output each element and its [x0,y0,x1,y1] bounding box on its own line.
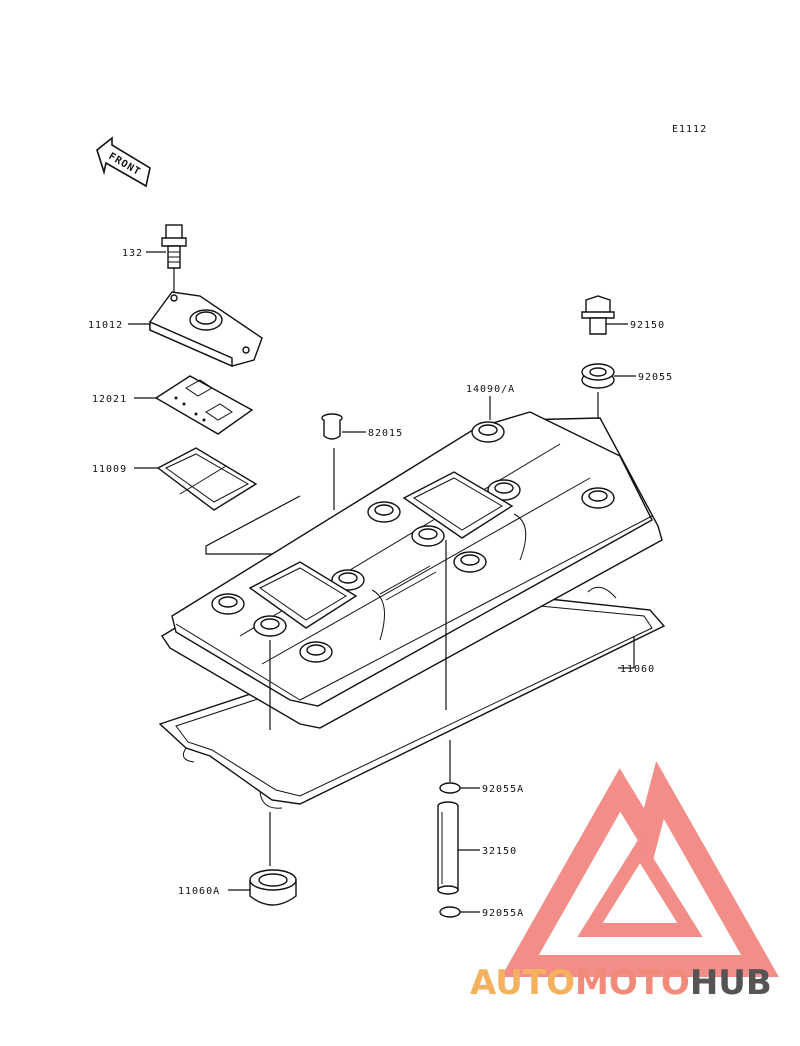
label-11060: 11060 [620,664,655,675]
bolt-92150 [581,295,615,335]
bolt-132 [161,224,187,292]
watermark-inner-triangle-icon [577,836,703,937]
label-11009: 11009 [92,464,127,475]
watermark-triangle-icon [501,761,779,977]
label-82015: 82015 [368,428,403,439]
cylinder-head-cover [161,411,663,729]
label-92055: 92055 [638,372,673,383]
label-92055A-top: 92055A [482,784,524,795]
oring-92055A-bottom [439,906,461,918]
label-12021: 12021 [92,394,127,405]
leader-11009-link [205,495,302,555]
pipe-32150 [437,801,459,895]
oring-92055A-top [439,782,461,794]
cover-11012 [149,291,263,368]
label-11060A: 11060A [178,886,220,897]
watermark-text: AUTOMOTOHUB [470,963,772,1003]
washer-92055 [581,363,615,389]
watermark-logo [501,761,779,977]
gasket-11009 [156,447,258,511]
label-32150: 32150 [482,846,517,857]
plate-12021 [154,375,254,435]
label-92150: 92150 [630,320,665,331]
label-14090A: 14090/A [466,384,515,395]
figure-code: E1112 [672,124,707,135]
gasket-11060 [158,586,666,809]
grommet-82015 [321,413,343,440]
label-132: 132 [122,248,143,259]
label-92055A-bottom: 92055A [482,908,524,919]
seal-11060A [249,869,297,906]
front-arrow-icon: FRONT [96,136,151,188]
label-11012: 11012 [88,320,123,331]
